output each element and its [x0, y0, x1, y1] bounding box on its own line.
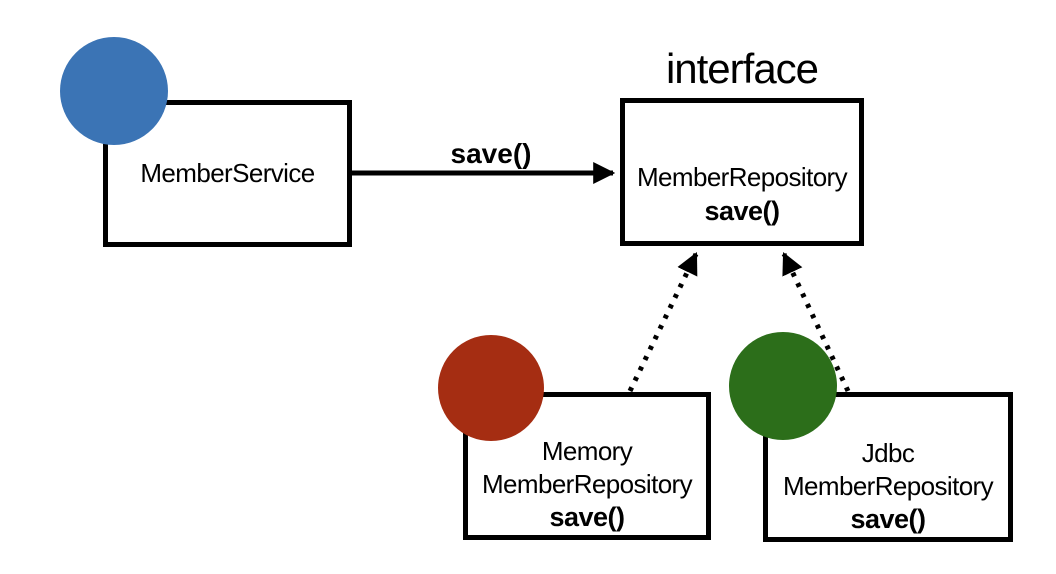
member-repository-label: MemberRepository: [636, 162, 848, 192]
memory-method-label: save(): [549, 502, 625, 532]
interface-stereotype-label: interface: [665, 45, 819, 92]
member-repository-node: MemberRepository save(): [620, 98, 864, 246]
memory-implements-arrow: [627, 252, 699, 393]
jdbc-method-label: save(): [850, 504, 926, 534]
member-service-node: MemberService: [103, 100, 352, 247]
member-service-label: MemberService: [140, 158, 315, 188]
jdbc-implements-arrow: [781, 252, 851, 393]
memory-label-line1: Memory: [541, 436, 633, 466]
jdbc-member-repository-node: Jdbc MemberRepository save(): [763, 392, 1013, 542]
memory-label-line2: MemberRepository: [481, 469, 693, 499]
jdbc-label-line2: MemberRepository: [782, 471, 994, 501]
jdbc-label-line1: Jdbc: [861, 438, 915, 468]
member-repository-method-label: save(): [704, 196, 780, 226]
save-arrow-label: save(): [450, 138, 532, 169]
memory-member-repository-node: Memory MemberRepository save(): [463, 392, 711, 540]
